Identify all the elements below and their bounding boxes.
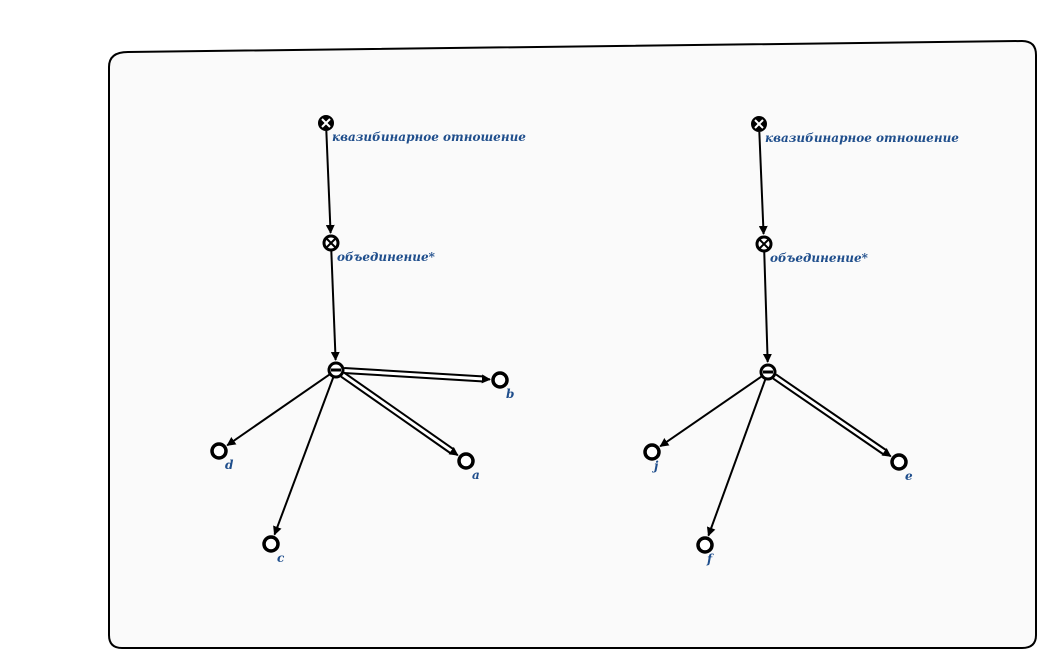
bar-circle-icon <box>759 363 777 381</box>
circle-icon <box>890 453 908 471</box>
edge-tuple-a <box>340 371 459 457</box>
edge-tuple-d <box>226 373 330 447</box>
node-e[interactable]: e <box>890 453 913 483</box>
edge-union-tuple <box>762 251 772 363</box>
edge-rel-union <box>325 130 335 234</box>
node-f-label: f <box>706 552 714 566</box>
node-a-label: a <box>472 468 480 482</box>
node-f[interactable]: f <box>696 536 714 566</box>
node-tuple[interactable] <box>327 361 345 379</box>
node-d[interactable]: d <box>210 442 234 472</box>
circle-icon <box>643 443 661 461</box>
edge-tuple-f <box>706 379 767 537</box>
node-a[interactable]: a <box>457 452 480 482</box>
node-b[interactable]: b <box>491 371 514 401</box>
node-e-label: e <box>905 469 913 483</box>
edge-tuple-j <box>659 375 762 448</box>
node-j-label: j <box>652 459 659 473</box>
node-j[interactable]: j <box>643 443 661 473</box>
node-b-label: b <box>506 387 514 401</box>
cross-circle-icon <box>322 234 340 252</box>
filled-cross-circle-icon <box>751 116 767 132</box>
node-c[interactable]: c <box>262 535 285 565</box>
node-union-label: объединение* <box>337 250 436 264</box>
cross-circle-icon <box>755 235 773 253</box>
node-union-label: объединение* <box>770 251 869 265</box>
circle-icon <box>210 442 228 460</box>
edge-union-tuple <box>330 250 340 361</box>
node-c-label: c <box>277 551 285 565</box>
bar-circle-icon <box>327 361 345 379</box>
edge-tuple-b <box>343 366 491 384</box>
circle-icon <box>457 452 475 470</box>
edge-tuple-c <box>273 377 335 536</box>
node-union[interactable]: объединение* <box>755 235 869 265</box>
circle-icon <box>491 371 509 389</box>
node-union[interactable]: объединение* <box>322 234 436 264</box>
filled-cross-circle-icon <box>318 115 334 131</box>
circle-icon <box>696 536 714 554</box>
node-d-label: d <box>225 458 234 472</box>
edge-tuple-e <box>772 373 892 458</box>
node-rel-label: квазибинарное отношение <box>332 130 526 144</box>
circle-icon <box>262 535 280 553</box>
node-tuple[interactable] <box>759 363 777 381</box>
frame <box>108 39 1037 649</box>
edge-rel-union <box>758 131 768 235</box>
node-rel-label: квазибинарное отношение <box>765 131 959 145</box>
node-rel[interactable]: квазибинарное отношение <box>318 115 526 144</box>
node-rel[interactable]: квазибинарное отношение <box>751 116 959 145</box>
